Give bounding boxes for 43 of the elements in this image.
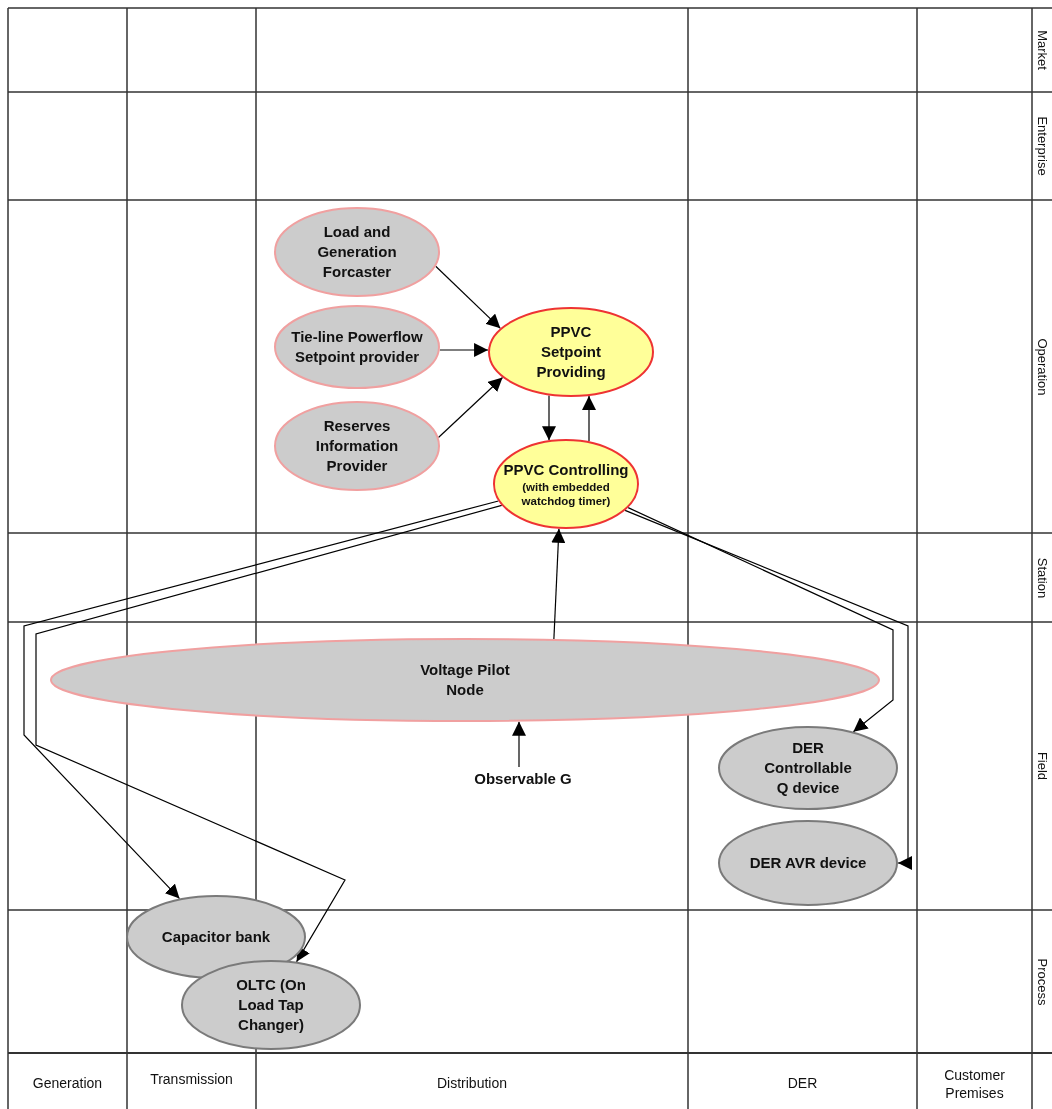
node-label: OLTC (On Load Tap Changer) xyxy=(235,975,307,1035)
node-label: Load and Generation Forcaster xyxy=(316,222,398,282)
node-subtitle: (with embedded watchdog timer) xyxy=(520,480,612,508)
ellipse-node xyxy=(274,207,440,297)
arrow xyxy=(624,509,912,870)
arrow xyxy=(542,394,556,441)
input-label: Observable G xyxy=(474,769,572,789)
domain-label: DER xyxy=(786,1074,819,1092)
domain-label: Generation xyxy=(31,1074,104,1092)
ellipse-node xyxy=(488,307,654,397)
ellipse-node xyxy=(718,820,898,906)
node-label: Voltage Pilot Node xyxy=(419,660,511,700)
zone-label: Operation xyxy=(1034,336,1050,398)
ellipse-node xyxy=(274,401,440,491)
arrow xyxy=(582,395,596,442)
zone-label: Station xyxy=(1034,556,1050,600)
ellipse-node xyxy=(718,726,898,810)
node-label: DER AVR device xyxy=(749,853,867,873)
arrow xyxy=(435,265,501,329)
domain-label: Transmission xyxy=(149,1070,234,1088)
arrow xyxy=(627,507,894,733)
zone-label: Field xyxy=(1034,750,1050,783)
ellipse-node xyxy=(493,439,639,529)
node-label: DER Controllable Q device xyxy=(763,738,853,798)
ellipse-node xyxy=(274,305,440,389)
domain-label: Distribution xyxy=(436,1074,508,1092)
arrow xyxy=(512,721,526,768)
domain-label: Customer Premises xyxy=(943,1066,1006,1102)
zone-label: Process xyxy=(1034,957,1050,1007)
arrow xyxy=(437,376,504,439)
arrow xyxy=(23,500,499,900)
ellipse-node xyxy=(50,638,880,722)
node-label: PPVC Setpoint Providing xyxy=(535,322,607,382)
arrow xyxy=(551,528,566,640)
ellipse-node xyxy=(181,960,361,1050)
arrow xyxy=(439,343,489,357)
node-label: Reserves Information Provider xyxy=(314,416,400,476)
zone-label: Market xyxy=(1034,29,1050,72)
arrow xyxy=(35,504,503,963)
zone-label: Enterprise xyxy=(1034,115,1050,178)
node-label: Capacitor bank xyxy=(161,927,271,947)
node-label: Tie-line Powerflow Setpoint provider xyxy=(290,327,424,367)
node-label: PPVC Controlling xyxy=(503,460,629,480)
